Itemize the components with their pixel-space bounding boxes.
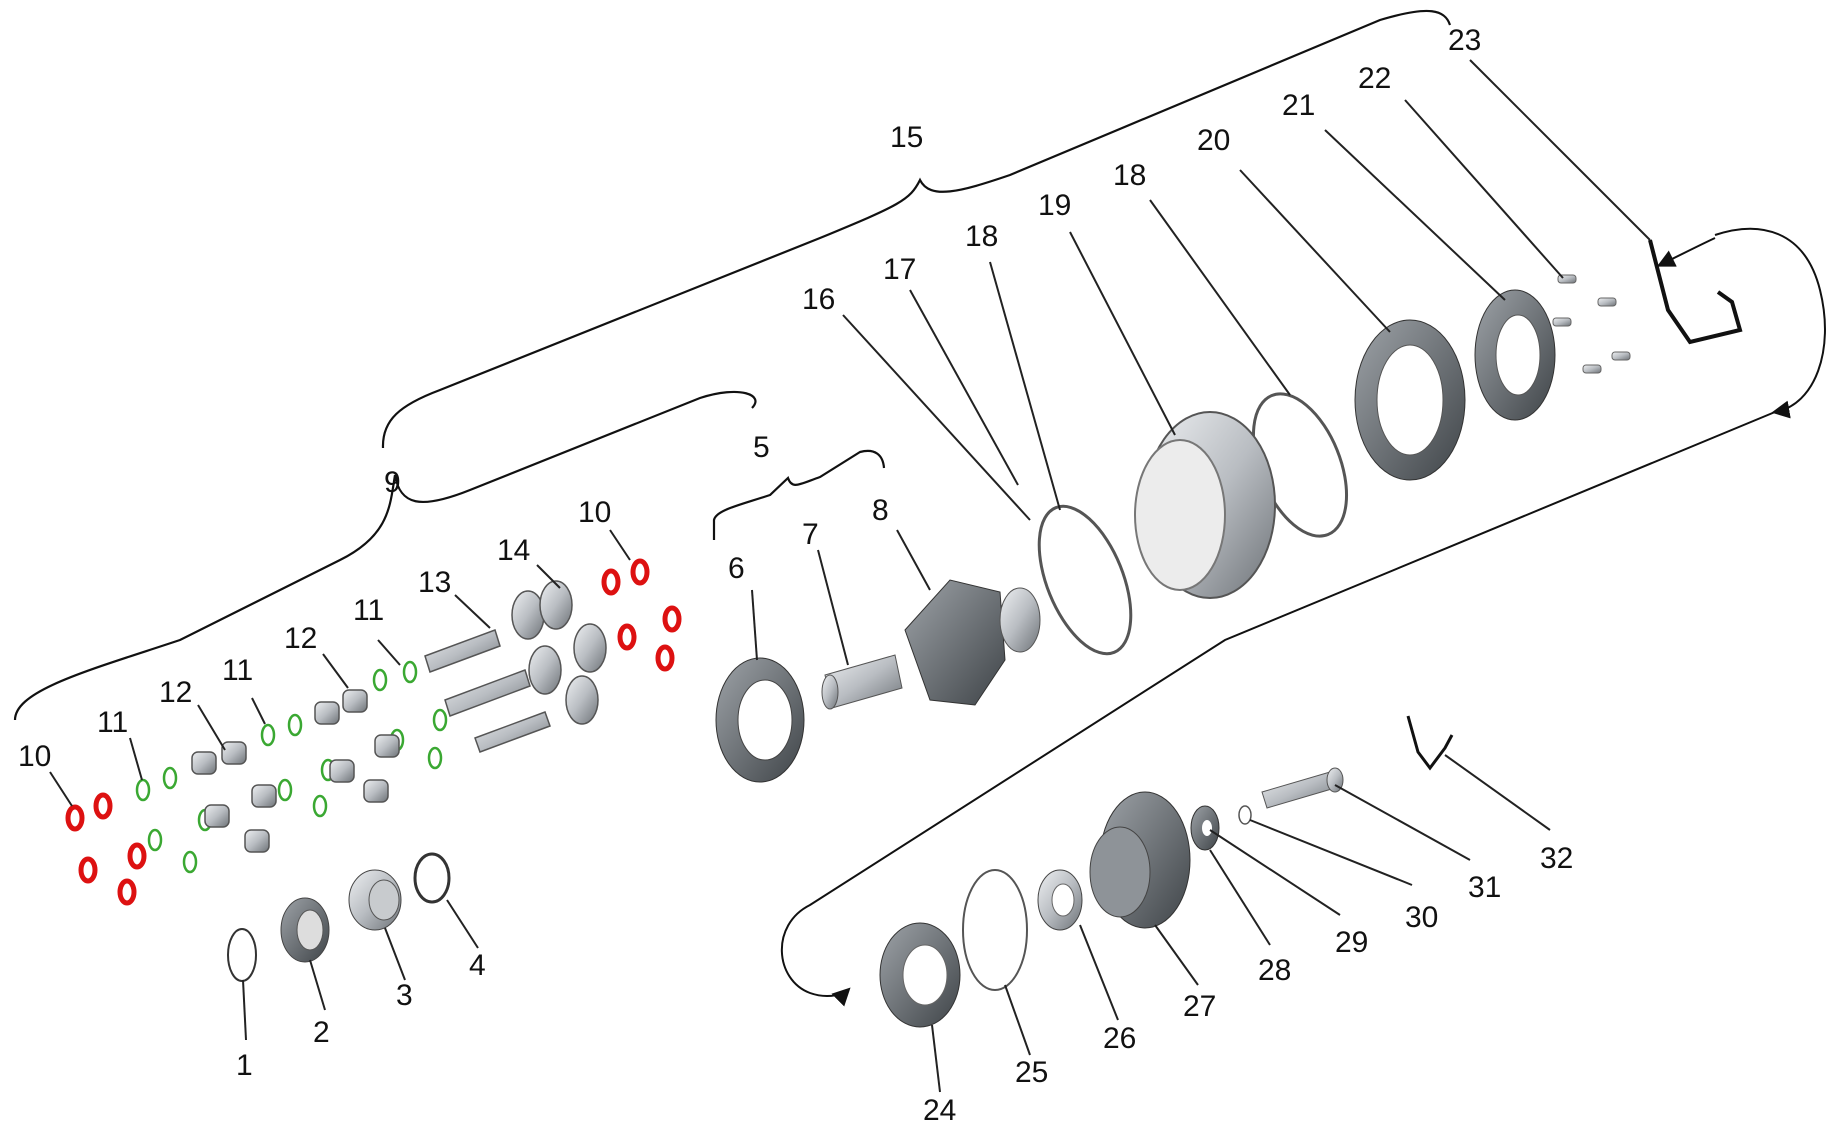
callout-19: 19 (1038, 189, 1071, 222)
nut-part-26 (1037, 869, 1083, 931)
callout-3: 3 (396, 979, 413, 1012)
callout-28: 28 (1258, 954, 1291, 987)
brace-group-9 (13, 390, 757, 721)
callout-16: 16 (802, 283, 835, 316)
shaft-part-7 (821, 654, 903, 710)
callout-26: 26 (1103, 1022, 1136, 1055)
callout-20: 20 (1197, 124, 1230, 157)
washer-part-28 (1190, 805, 1220, 851)
callout-21: 21 (1282, 89, 1315, 122)
snap-ring-part-1 (227, 928, 257, 982)
callout-23: 23 (1448, 24, 1481, 57)
planet-gears-14 (511, 580, 607, 725)
hub-part-20 (1354, 319, 1466, 481)
brace-group-15 (381, 9, 1452, 449)
o-ring-part-29 (1238, 805, 1252, 825)
leader-lines (49, 59, 1651, 1093)
callout-11a: 11 (97, 706, 128, 739)
thrust-plate-part-6 (715, 657, 805, 783)
planet-pins-13 (424, 629, 551, 753)
callout-29: 29 (1335, 926, 1368, 959)
flange-part-27 (1089, 791, 1191, 929)
callout-10a: 10 (18, 740, 51, 773)
callout-30: 30 (1405, 901, 1438, 934)
callout-31: 31 (1468, 871, 1501, 904)
carrier-part-8 (904, 579, 1041, 706)
rollers-12 (191, 689, 400, 853)
callout-6: 6 (728, 552, 745, 585)
callout-11c: 11 (353, 594, 384, 627)
callout-12a: 12 (159, 676, 192, 709)
callout-11b: 11 (222, 654, 253, 687)
bolt-part-31 (1261, 767, 1344, 809)
clip-part-32 (1406, 715, 1454, 771)
sun-gear-part-3 (348, 869, 402, 931)
callout-22: 22 (1358, 62, 1391, 95)
ring-gear-part-19 (1134, 411, 1276, 599)
flow-arrow-top-in (1656, 237, 1716, 267)
clip-part-23 (1648, 239, 1743, 345)
callout-12b: 12 (284, 622, 317, 655)
callout-2: 2 (313, 1016, 330, 1049)
seal-part-24 (879, 922, 961, 1028)
flow-arrow-return (780, 411, 1776, 1007)
brace-group-5 (712, 449, 886, 540)
callout-24: 24 (923, 1094, 956, 1126)
plate-part-21 (1474, 289, 1556, 421)
bolts-part-22 (1552, 274, 1631, 374)
callout-27: 27 (1183, 990, 1216, 1023)
callout-4: 4 (469, 949, 486, 982)
callout-25: 25 (1015, 1056, 1048, 1089)
flow-arrow-to-23 (1714, 227, 1826, 419)
callout-14: 14 (497, 534, 530, 567)
callout-13: 13 (418, 566, 451, 599)
callout-15: 15 (890, 121, 923, 154)
callout-32: 32 (1540, 842, 1573, 875)
callout-18a: 18 (965, 220, 998, 253)
callout-10b: 10 (578, 496, 611, 529)
snap-ring-part-18a (1037, 504, 1133, 656)
callout-18b: 18 (1113, 159, 1146, 192)
callout-1: 1 (236, 1049, 253, 1082)
ring-part-2 (280, 897, 330, 963)
snap-ring-part-25 (962, 869, 1028, 991)
callout-8: 8 (872, 494, 889, 527)
callout-7: 7 (802, 518, 819, 551)
callout-labels: 1 2 3 4 5 6 7 8 9 10 10 11 11 11 12 12 1… (18, 24, 1573, 1126)
callout-9: 9 (384, 466, 401, 499)
callout-17: 17 (883, 253, 916, 286)
seal-rings-10 (65, 558, 682, 906)
callout-5: 5 (753, 431, 770, 464)
o-ring-part-4 (413, 852, 451, 904)
